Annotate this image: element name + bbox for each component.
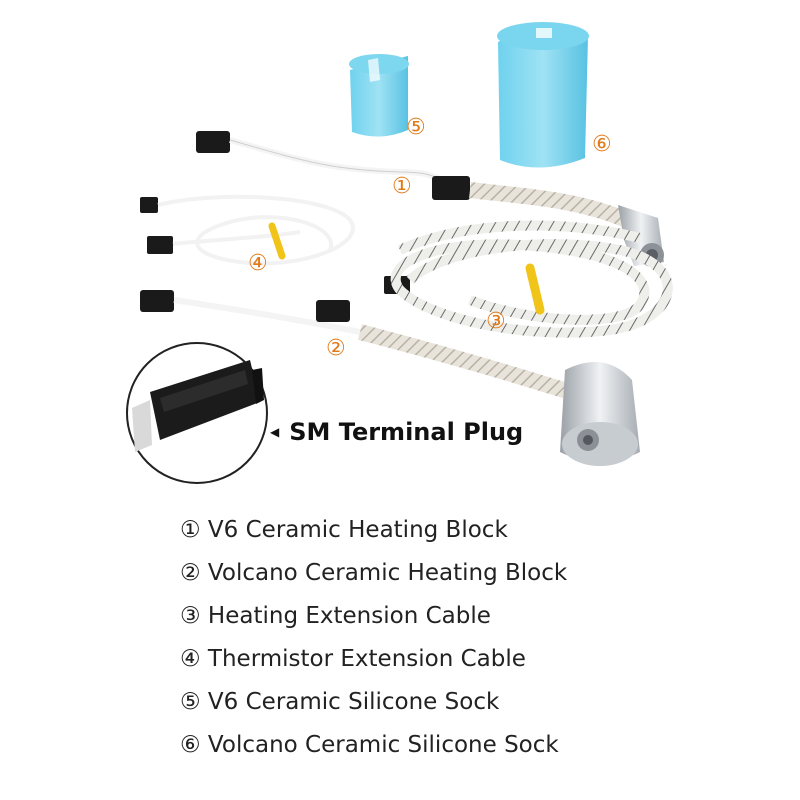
- pointer-triangle-icon: ◀: [270, 425, 280, 439]
- label-3: ③: [486, 309, 506, 334]
- label-5: ⑤: [406, 115, 426, 140]
- v6-silicone-sock: [349, 54, 409, 137]
- label-2: ②: [326, 336, 346, 361]
- callout-text: SM Terminal Plug: [289, 418, 524, 446]
- legend-item: ⑥ Volcano Ceramic Silicone Sock: [180, 732, 559, 758]
- legend-item: ④ Thermistor Extension Cable: [180, 646, 526, 672]
- connector-socket: [432, 176, 470, 200]
- sm-terminal-plug-callout: ◀ SM Terminal Plug: [270, 418, 523, 446]
- parts-legend: ① V6 Ceramic Heating Block ② Volcano Cer…: [180, 512, 567, 770]
- label-1: ①: [392, 174, 412, 199]
- legend-item: ② Volcano Ceramic Heating Block: [180, 560, 568, 586]
- volcano-heating-block-cable: [140, 290, 640, 466]
- legend-item: ⑤ V6 Ceramic Silicone Sock: [180, 689, 500, 715]
- connector-plug: [196, 131, 230, 153]
- volcano-silicone-sock: [497, 22, 589, 168]
- product-photo: [126, 22, 673, 484]
- thermistor-extension-cable: [140, 194, 355, 266]
- legend-item: ① V6 Ceramic Heating Block: [180, 517, 508, 543]
- label-4: ④: [248, 251, 268, 276]
- heating-extension-cable: [384, 220, 673, 338]
- v6-heating-block-cable: [196, 131, 664, 267]
- sm-terminal-plug-inset: [126, 342, 268, 484]
- label-6: ⑥: [592, 132, 612, 157]
- legend-item: ③ Heating Extension Cable: [180, 603, 491, 629]
